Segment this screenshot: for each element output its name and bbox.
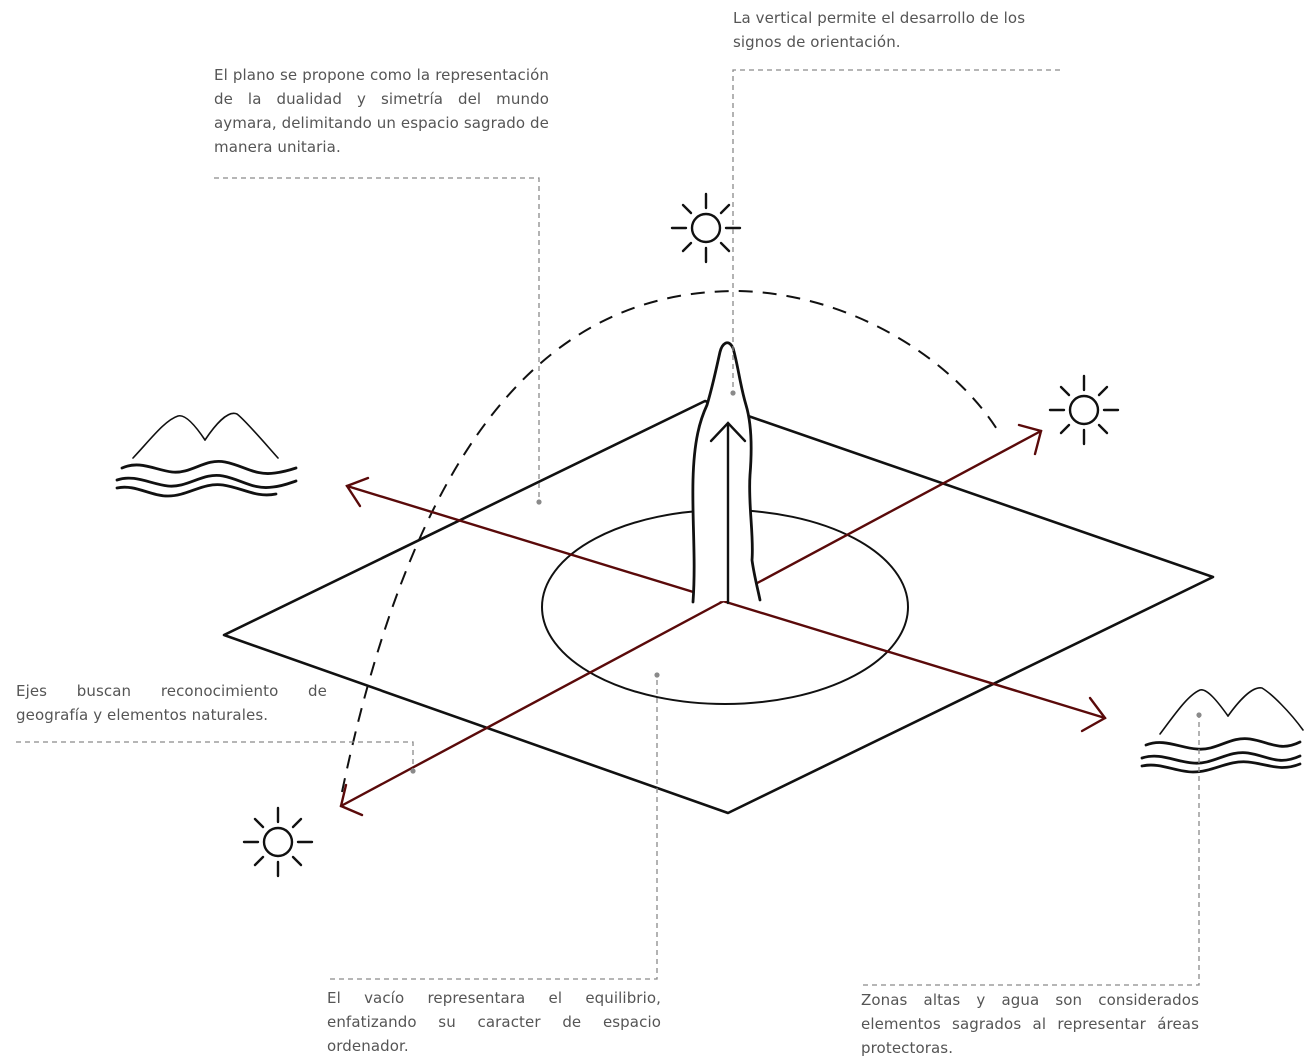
arrow-icon (339, 783, 364, 817)
mountain-water-icon (1140, 687, 1304, 774)
leader-lines (16, 69, 1200, 986)
annotation-vertical: La vertical permite el desarrollo de los… (733, 9, 1026, 51)
arrow-icon (1017, 423, 1043, 456)
axis-southwest-northeast (339, 423, 1043, 817)
sun-icon (242, 806, 314, 878)
arrow-icon (345, 476, 370, 508)
sun-icon (670, 192, 742, 264)
sun-icon (1048, 374, 1120, 446)
arrow-icon (1080, 696, 1107, 733)
leader-plane (214, 177, 540, 502)
leader-dots (410, 390, 1202, 774)
ground-plane (222, 399, 1215, 815)
annotation-zones: Zonas altas y agua son considerados elem… (861, 991, 1199, 1057)
leader-vertical (732, 69, 1060, 393)
vertical-arrow (709, 421, 747, 605)
annotation-plane: El plano se propone como la representaci… (214, 66, 549, 156)
sun-path-arc (341, 289, 1001, 793)
leader-zones (863, 715, 1200, 986)
mountain-water-icon (115, 412, 298, 498)
annotation-axes: Ejes buscan reconocimiento de geografía … (16, 682, 327, 724)
vertical-monolith (691, 341, 762, 604)
annotation-void: El vacío representara el equilibrio, enf… (327, 989, 661, 1055)
leader-void (330, 675, 658, 980)
axis-northwest-southeast (345, 476, 1107, 733)
leader-axes (16, 741, 414, 771)
arrow-icon (709, 421, 747, 443)
